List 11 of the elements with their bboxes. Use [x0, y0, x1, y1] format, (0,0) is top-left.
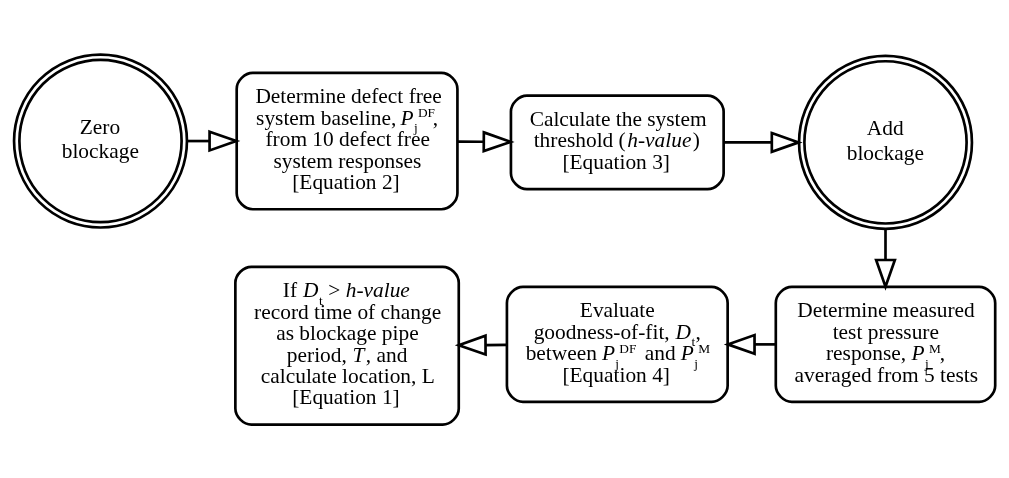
arrow — [457, 129, 515, 153]
arrow — [454, 333, 507, 356]
node-circle: Add blockage — [797, 54, 974, 230]
arrow — [723, 130, 803, 154]
arrow — [723, 332, 776, 356]
node-box: Calculate the system threshold (h-value) [Equation 3] — [509, 93, 725, 191]
arrow — [187, 129, 241, 152]
node-box: Determine defect free system baseline, P$_{j}$$^{DF}$, from 10 defect free system responses [Equation 2] — [235, 71, 459, 211]
node-box: If D$_{t}$ > h-value record time of change as blockage pipe period, T, and calculate location, L [Equation 1] — [234, 264, 461, 426]
node-circle: Zero blockage — [12, 52, 189, 229]
arrow — [874, 228, 897, 291]
